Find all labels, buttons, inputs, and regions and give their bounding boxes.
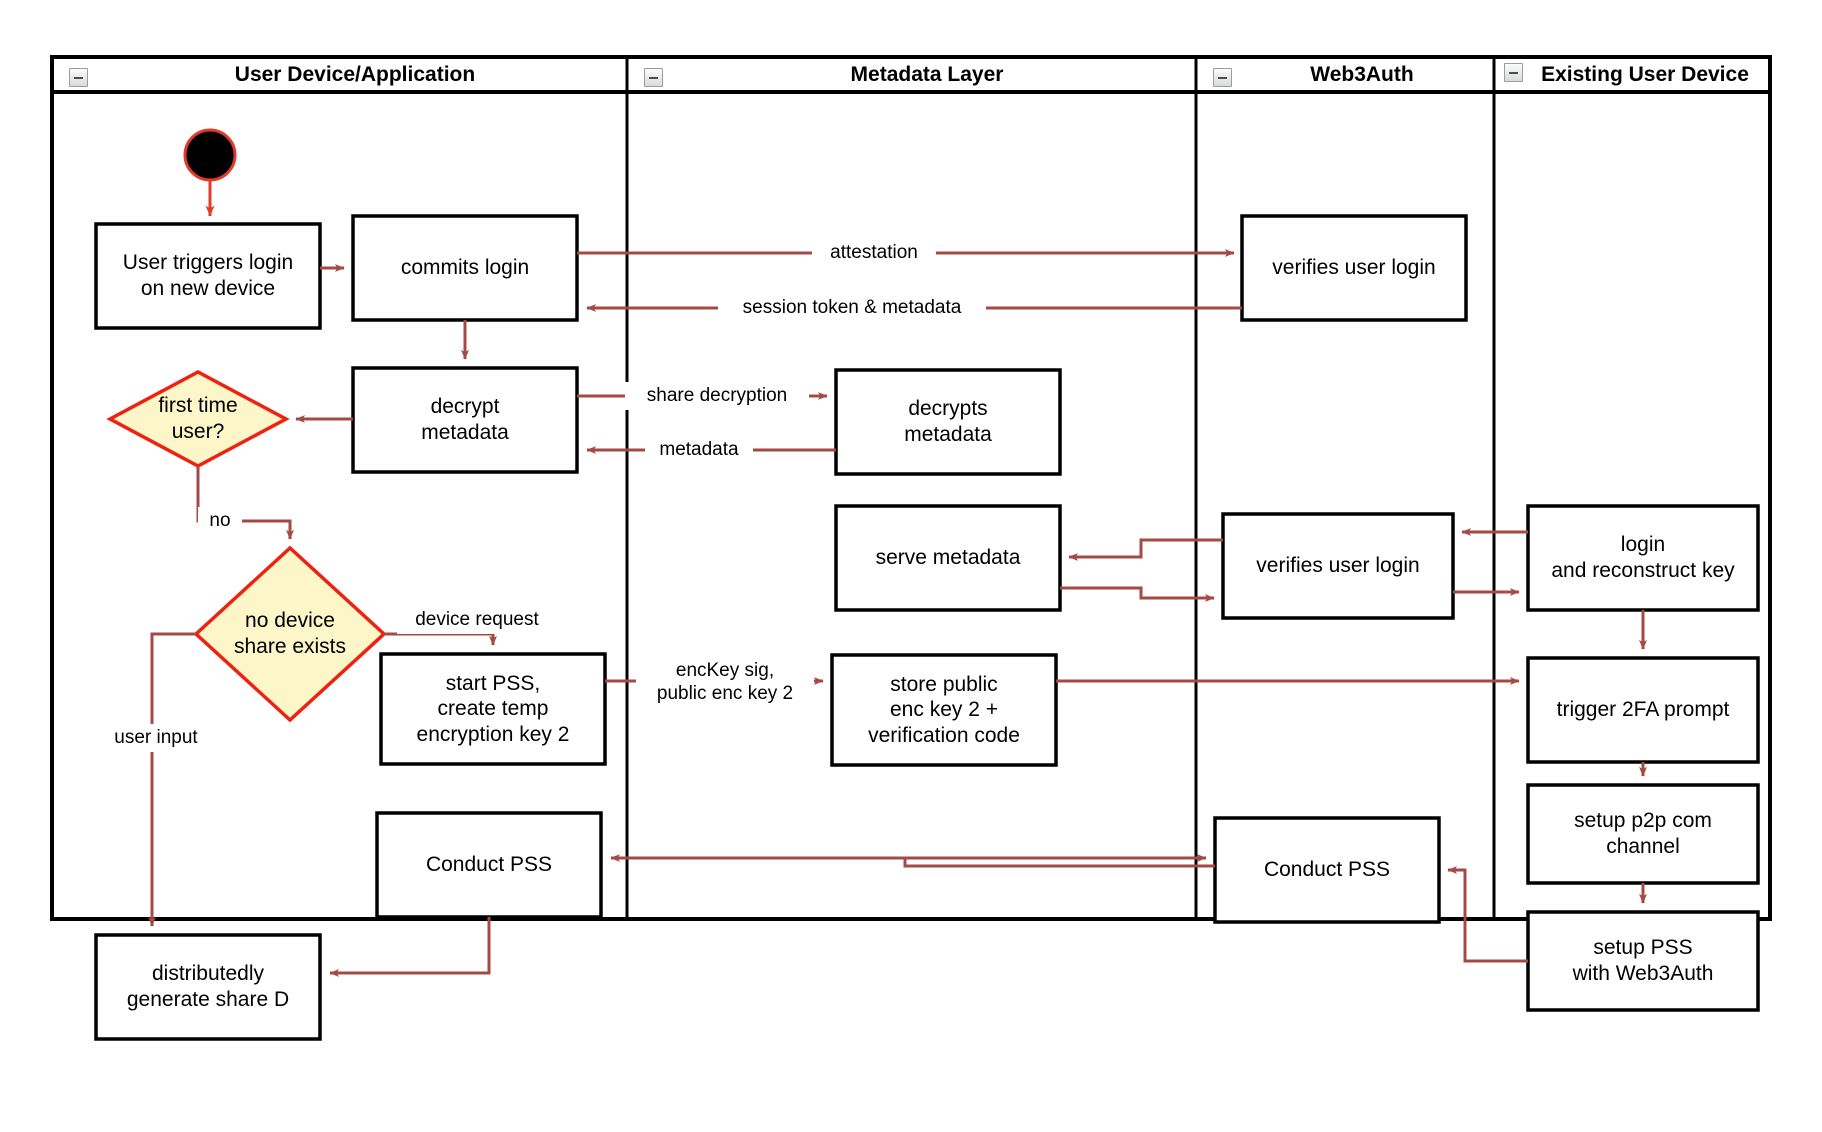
swimlane-title-user-device: User Device/Application <box>234 63 476 86</box>
node-user-triggers-login <box>94 222 322 330</box>
edge-user-input <box>148 632 196 927</box>
edge-label-session-token-metadata: session token & metadata <box>718 294 986 322</box>
collapse-minus-icon-lane-4[interactable] <box>1504 63 1523 82</box>
edge-label-no: no <box>198 507 242 535</box>
node-trigger-2fa-prompt <box>1526 656 1760 764</box>
node-setup-pss-with-web3auth <box>1526 910 1760 1012</box>
edge-verifies-mid-to-serve-metadata <box>1068 538 1223 561</box>
node-conduct-pss-user <box>375 811 603 919</box>
edge-label-device-request: device request <box>397 606 557 634</box>
edge-label-user-input: user input <box>92 724 220 752</box>
collapse-minus-icon-lane-3[interactable] <box>1213 68 1232 87</box>
node-start-pss-create-temp-key <box>379 652 607 766</box>
swimlane-title-web3auth: Web3Auth <box>1310 63 1414 86</box>
edge-label-share-decryption: share decryption <box>625 382 809 410</box>
node-store-public-enc-key <box>830 653 1058 767</box>
edge-conduct-pss-user-to-share-d <box>329 917 491 977</box>
node-verifies-user-login-top <box>1240 214 1468 322</box>
node-distributedly-generate-share-d <box>94 933 322 1041</box>
edge-label-metadata: metadata <box>645 436 753 464</box>
node-conduct-pss-web3auth <box>1213 816 1441 924</box>
node-verifies-user-login-mid <box>1221 512 1455 620</box>
node-start <box>183 128 237 182</box>
edge-conduct-pss-web3auth-to-user <box>610 854 1215 868</box>
node-decrypts-metadata <box>834 368 1062 476</box>
edge-label-attestation: attestation <box>812 239 936 267</box>
swimlane-title-existing-user-device: Existing User Device <box>1541 63 1749 86</box>
node-login-and-reconstruct-key <box>1526 504 1760 612</box>
node-commits-login <box>351 214 579 322</box>
swimlane-frame <box>50 55 1772 921</box>
swimlane-title-metadata-layer: Metadata Layer <box>850 63 1004 86</box>
node-first-time-user <box>106 370 290 468</box>
edge-setup-pss-to-conduct-pss-web3auth <box>1447 866 1528 963</box>
collapse-minus-icon-lane-2[interactable] <box>644 68 663 87</box>
node-decrypt-metadata <box>351 366 579 474</box>
node-setup-p2p-com-channel <box>1526 783 1760 885</box>
node-serve-metadata <box>834 504 1062 612</box>
collapse-minus-icon-lane-1[interactable] <box>69 68 88 87</box>
edge-first-time-user-no <box>196 466 294 540</box>
edge-serve-metadata-to-verifies-mid <box>1060 586 1215 602</box>
edge-label-enckey-sig: encKey sig,public enc key 2 <box>636 654 814 712</box>
edge-device-request <box>384 632 497 646</box>
